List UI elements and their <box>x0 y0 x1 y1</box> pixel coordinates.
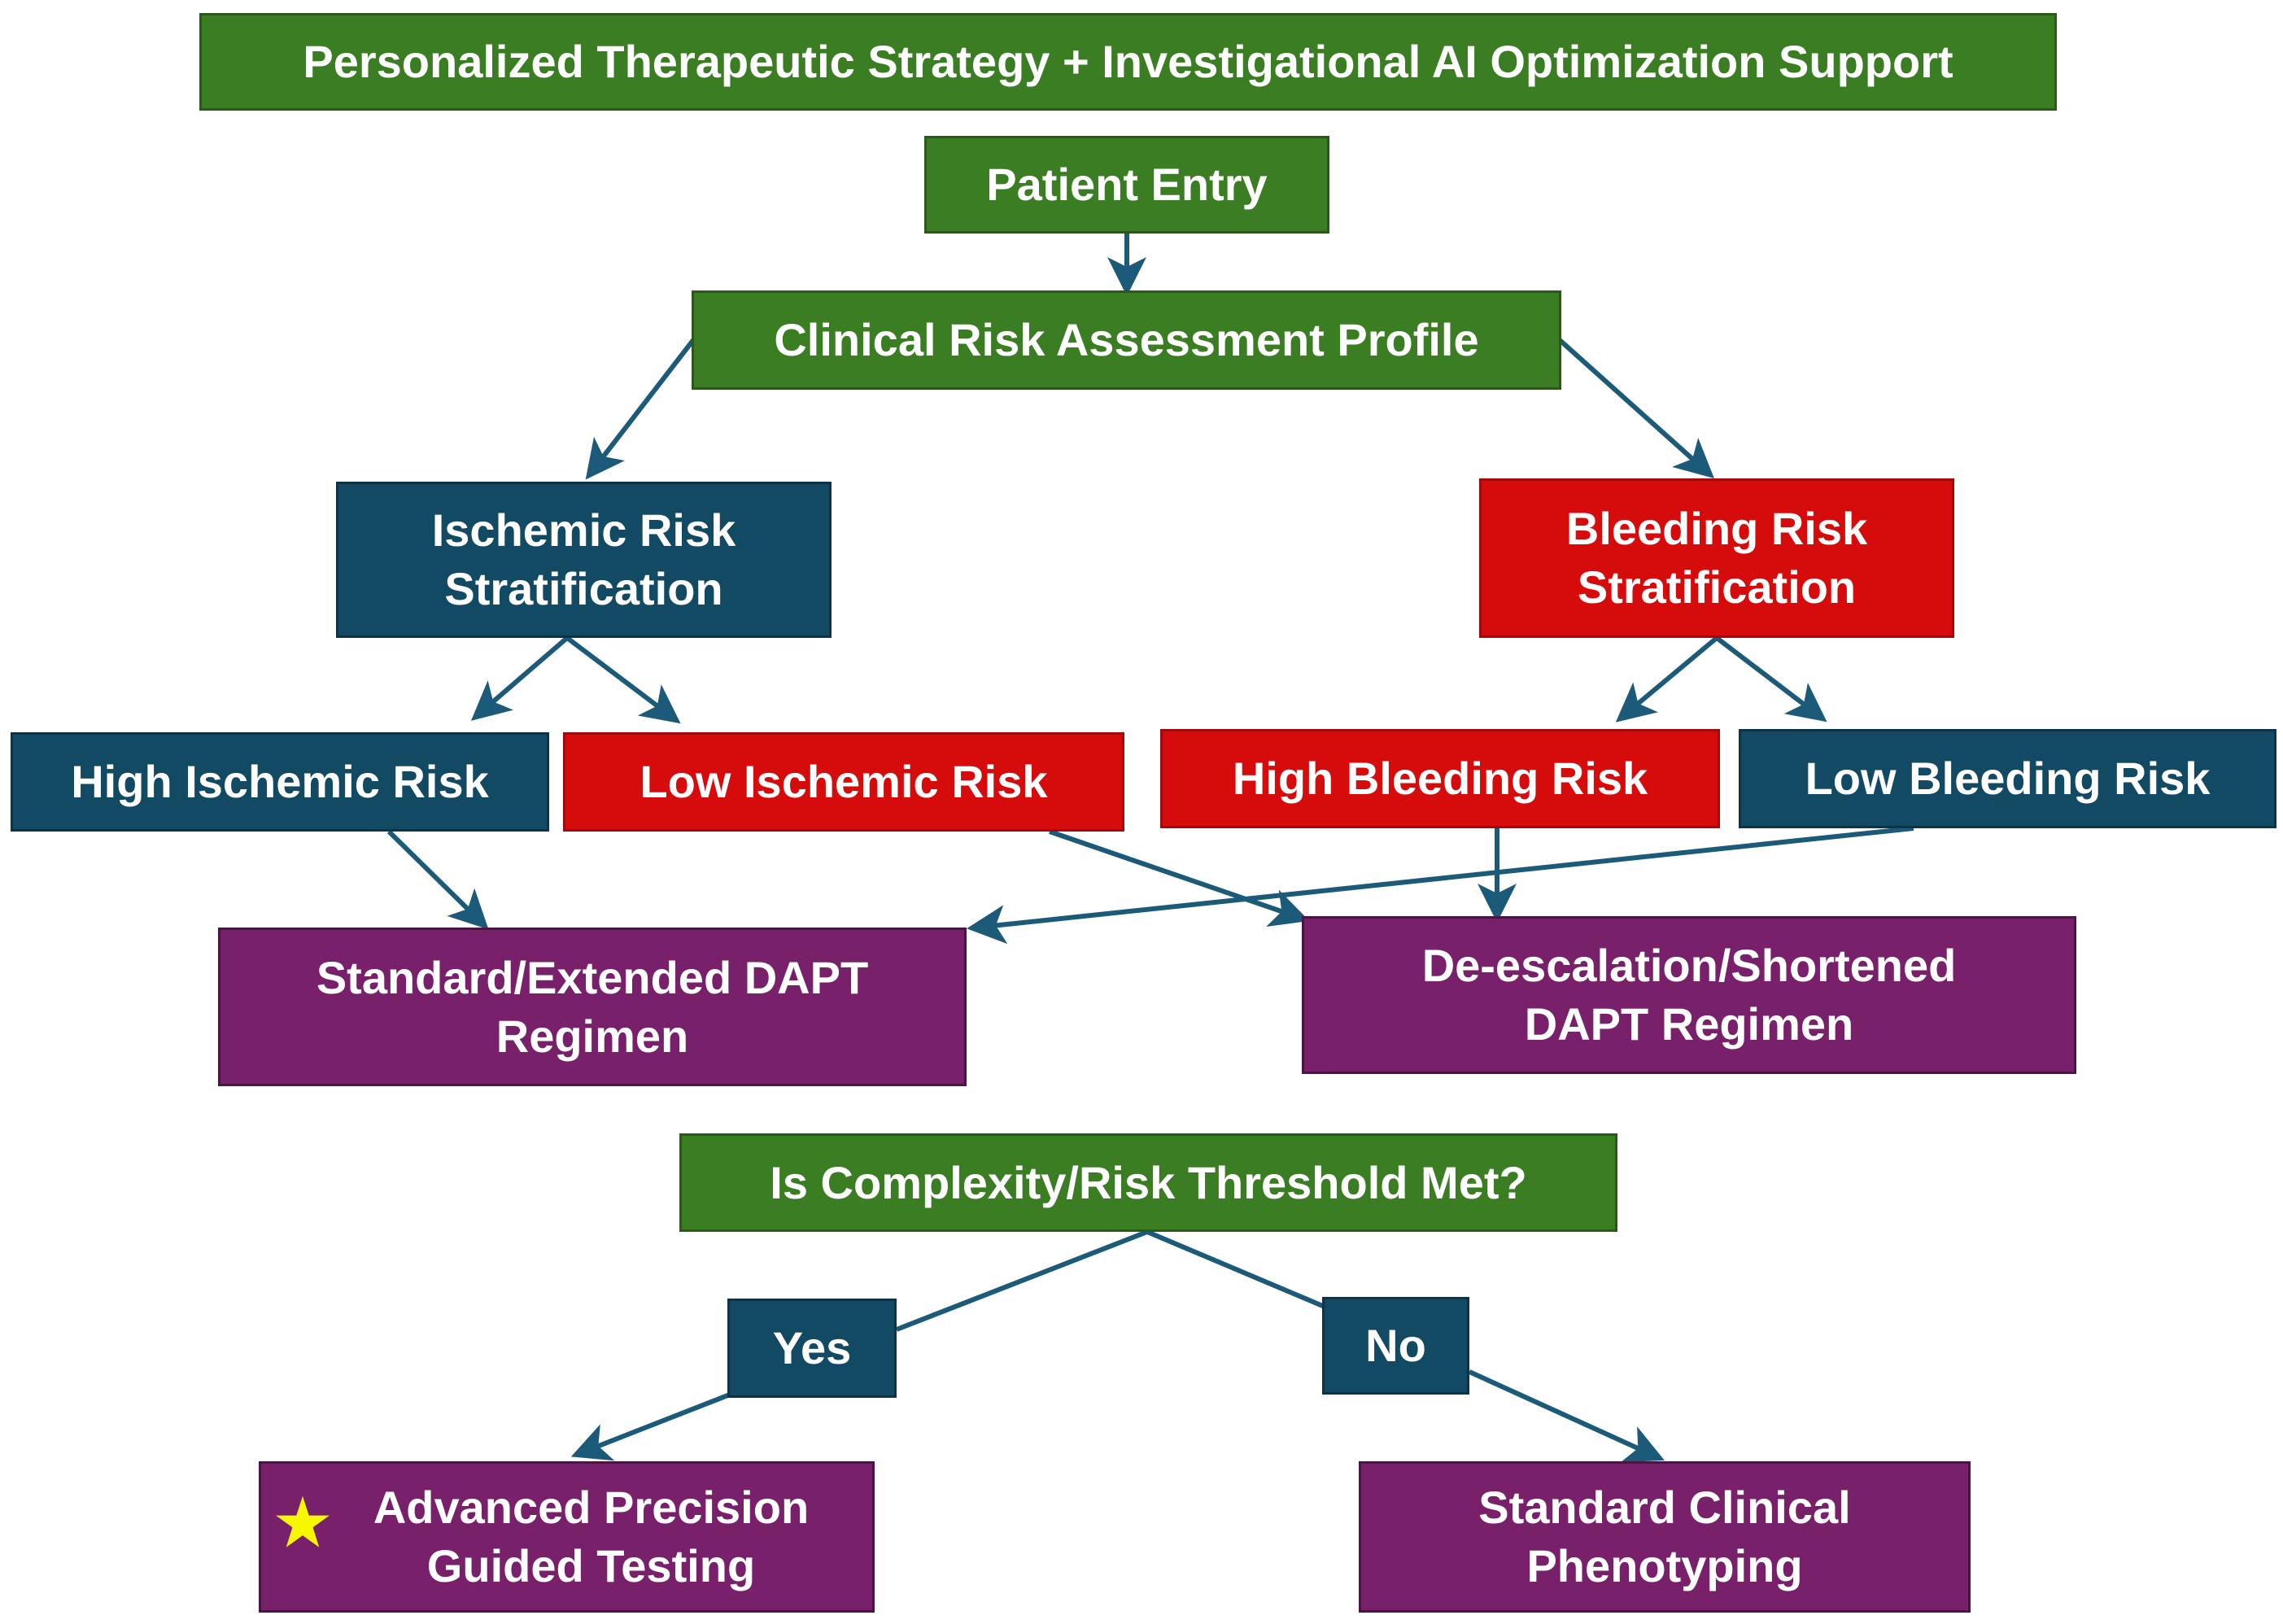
arrow-bleeding-to-high <box>1615 635 1718 723</box>
low-ischemic-node: Low Ischemic Risk <box>563 732 1124 832</box>
standard-phenotyping-node: Standard Clinical Phenotyping <box>1359 1461 1971 1613</box>
arrow-bleeding-to-low <box>1715 635 1827 723</box>
ischemic-stratification-node: Ischemic Risk Stratification <box>336 482 832 638</box>
threshold-question-node: Is Complexity/Risk Threshold Met? <box>679 1133 1617 1232</box>
threshold-question-label: Is Complexity/Risk Threshold Met? <box>770 1156 1527 1208</box>
patient-entry-node: Patient Entry <box>924 136 1329 234</box>
low-bleeding-label: Low Bleeding Risk <box>1805 753 2211 804</box>
arrow-yes-to-advanced <box>570 1392 731 1461</box>
high-bleeding-node: High Bleeding Risk <box>1160 729 1720 828</box>
standard-phenotyping-label: Standard Clinical Phenotyping <box>1478 1482 1851 1591</box>
clinical-risk-node: Clinical Risk Assessment Profile <box>692 290 1561 390</box>
standard-dapt-node: Standard/Extended DAPT Regimen <box>218 928 967 1086</box>
deescalation-dapt-node: De-escalation/Shortened DAPT Regimen <box>1302 916 2076 1074</box>
bleeding-stratification-label: Bleeding Risk Stratification <box>1565 503 1868 613</box>
arrow-assessment-to-ischemic <box>585 338 696 480</box>
yes-label: Yes <box>772 1322 852 1373</box>
arrow-low-bleeding-to-standard <box>967 826 1914 945</box>
standard-dapt-label: Standard/Extended DAPT Regimen <box>316 951 869 1062</box>
arrow-assessment-to-bleeding <box>1557 338 1714 479</box>
diagram-title-box: Personalized Therapeutic Strategy + Inve… <box>199 13 2057 111</box>
line-threshold-to-yes <box>895 1229 1149 1332</box>
deescalation-dapt-label: De-escalation/Shortened DAPT Regimen <box>1421 940 1957 1050</box>
yes-node: Yes <box>727 1299 897 1398</box>
low-bleeding-node: Low Bleeding Risk <box>1739 729 2276 828</box>
bleeding-stratification-node: Bleeding Risk Stratification <box>1479 478 1954 638</box>
no-label: No <box>1365 1320 1426 1371</box>
high-ischemic-node: High Ischemic Risk <box>11 732 549 832</box>
no-node: No <box>1322 1297 1469 1395</box>
arrow-no-to-phenotyping <box>1468 1369 1665 1462</box>
arrow-low-ischemic-to-deescalation <box>1049 829 1310 927</box>
clinical-risk-label: Clinical Risk Assessment Profile <box>774 314 1479 365</box>
arrow-high-ischemic-to-standard <box>386 829 489 930</box>
arrow-ischemic-to-high <box>470 635 569 721</box>
ischemic-stratification-label: Ischemic Risk Stratification <box>431 504 736 614</box>
high-bleeding-label: High Bleeding Risk <box>1232 753 1648 804</box>
arrow-ischemic-to-low <box>565 635 681 724</box>
advanced-testing-label: Advanced Precision Guided Testing <box>373 1482 810 1591</box>
patient-entry-label: Patient Entry <box>986 159 1268 210</box>
diagram-title: Personalized Therapeutic Strategy + Inve… <box>303 36 1953 87</box>
high-ischemic-label: High Ischemic Risk <box>71 756 489 807</box>
star-icon <box>276 1495 330 1548</box>
low-ischemic-label: Low Ischemic Risk <box>640 756 1048 807</box>
advanced-testing-node: Advanced Precision Guided Testing <box>259 1461 875 1613</box>
line-threshold-to-no <box>1146 1229 1326 1309</box>
